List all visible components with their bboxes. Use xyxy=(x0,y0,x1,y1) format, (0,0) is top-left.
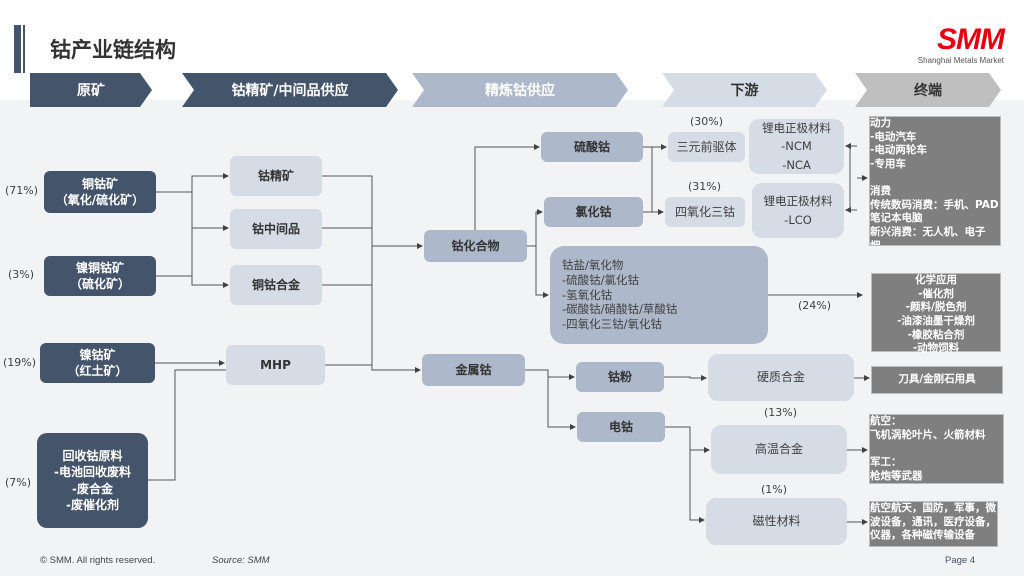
box-cobalt-chloride: 氯化钴 xyxy=(544,197,643,227)
pct-recycled: (7%) xyxy=(5,476,32,489)
box-cobalt-concentrate: 钴精矿 xyxy=(230,156,322,196)
box-cobalt-tetroxide: 四氧化三钴 xyxy=(665,197,745,227)
box-cobalt-sulfate: 硫酸钴 xyxy=(541,132,643,162)
box-magnetic-materials: 磁性材料 xyxy=(706,498,847,545)
terminal-aerospace-military: 航空： 飞机涡轮叶片、火箭材料 军工： 枪炮等武器 xyxy=(869,414,1004,484)
title-accent-bar xyxy=(14,25,21,73)
pct-chemical: (24%) xyxy=(798,299,832,312)
box-electrolytic-cobalt: 电钴 xyxy=(577,412,665,442)
box-mhp: MHP xyxy=(226,345,325,385)
page-title: 钴产业链结构 xyxy=(50,38,176,62)
pct-nickel-cobalt: (19%) xyxy=(3,356,37,369)
terminal-magnetic-uses: 航空航天，国防，军事，微波设备，通讯，医疗设备，仪器，各种磁传输设备 xyxy=(869,501,998,547)
stage-concentrate: 钴精矿/中间品供应 xyxy=(182,73,398,107)
pct-nickel-copper-cobalt: (3%) xyxy=(8,268,35,281)
pct-superalloy: (13%) xyxy=(764,406,798,419)
stage-terminal: 终端 xyxy=(855,73,1001,107)
box-superalloy: 高温合金 xyxy=(711,425,847,474)
footer-source: Source: SMM xyxy=(212,555,270,566)
content-background xyxy=(0,100,1024,576)
stage-raw-ore: 原矿 xyxy=(30,73,152,107)
stage-downstream: 下游 xyxy=(662,73,827,107)
smm-logo: SMM Shanghai Metals Market xyxy=(912,23,1005,66)
pct-precursor: (30%) xyxy=(690,115,724,128)
terminal-tools: 刀具/金刚石用具 xyxy=(871,366,1003,394)
title-accent-bar-thin xyxy=(23,25,25,73)
box-nickel-copper-cobalt-ore: 镍铜钴矿 （硫化矿） xyxy=(44,256,156,296)
terminal-battery-applications: 动力 -电动汽车 -电动两轮车 -专用车 消费 传统数码消费：手机、PAD 笔记… xyxy=(869,116,1001,246)
box-cobalt-salts-oxides: 钴盐/氧化物 -硫酸钴/氯化钴 -氢氧化钴 -碳酸钴/硝酸钴/草酸钴 -四氧化三… xyxy=(550,246,768,344)
box-copper-cobalt-alloy: 铜钴合金 xyxy=(230,265,322,305)
terminal-chemical-applications: 化学应用 -催化剂 -颜料/脱色剂 -油漆油墨干燥剂 -橡胶粘合剂 -动物饲料 xyxy=(871,273,1001,354)
box-cobalt-metal: 金属钴 xyxy=(422,354,525,386)
pct-copper-cobalt: (71%) xyxy=(5,184,39,197)
box-hard-alloy: 硬质合金 xyxy=(708,354,854,401)
box-cobalt-powder: 钴粉 xyxy=(576,362,664,392)
box-cathode-ncm-nca: 锂电正极材料 -NCM -NCA xyxy=(749,119,844,174)
box-cobalt-intermediate: 钴中间品 xyxy=(230,209,322,249)
logo-subtitle: Shanghai Metals Market xyxy=(917,56,1004,65)
box-cobalt-compounds: 钴化合物 xyxy=(424,230,527,262)
pct-co3o4: (31%) xyxy=(688,180,722,193)
pct-magnetic: (1%) xyxy=(761,483,788,496)
box-ternary-precursor: 三元前驱体 xyxy=(668,132,745,162)
stage-refined: 精炼钴供应 xyxy=(412,73,628,107)
box-recycled-cobalt: 回收钴原料 -电池回收废料 -废合金 -废催化剂 xyxy=(37,433,148,528)
footer-page-number: Page 4 xyxy=(945,555,976,566)
box-nickel-cobalt-ore: 镍钴矿 （红土矿） xyxy=(40,343,155,383)
footer-copyright: © SMM. All rights reserved. xyxy=(40,555,156,566)
box-copper-cobalt-ore: 铜钴矿 （氧化/硫化矿） xyxy=(44,171,156,213)
logo-brand: SMM xyxy=(937,23,1005,56)
box-cathode-lco: 锂电正极材料 -LCO xyxy=(752,183,844,238)
